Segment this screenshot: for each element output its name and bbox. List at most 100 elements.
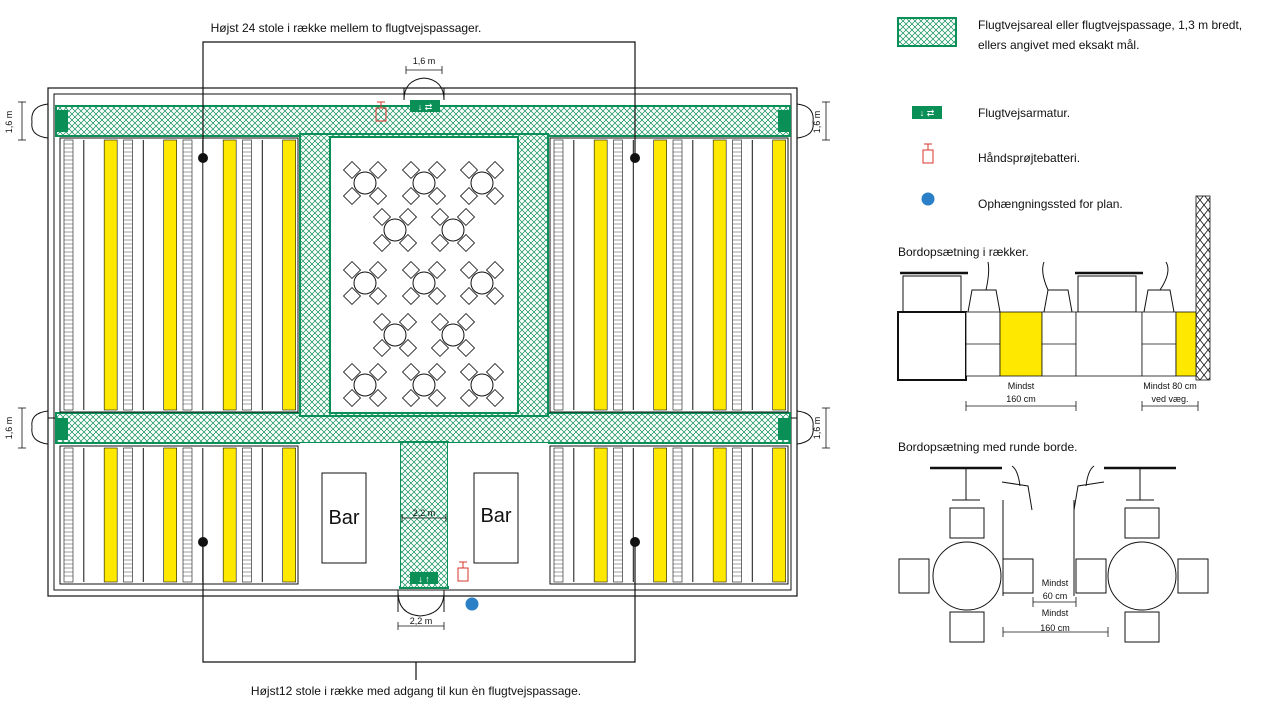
legend-extinguisher: Håndsprøjtebatteri. — [978, 151, 1080, 165]
dining-table — [401, 160, 447, 206]
dim-left-lower: 1,6 m — [4, 417, 14, 440]
bar-counter-left — [321, 472, 367, 564]
callout-lines — [202, 41, 636, 680]
row-dimension-lines — [965, 401, 1199, 411]
seat-yellow — [653, 139, 667, 411]
exit-sign-icon — [778, 110, 790, 132]
dim-bottom-door: 2,2 m — [410, 616, 433, 626]
dining-table — [459, 260, 505, 306]
callout-dot — [198, 153, 208, 163]
dining-table — [401, 260, 447, 306]
legend-mount: Ophængningssted for plan. — [978, 197, 1123, 211]
seat-block — [59, 445, 299, 585]
dining-table — [372, 207, 418, 253]
seat-yellow — [163, 139, 177, 411]
row-detail-title: Bordopsætning i rækker. — [898, 245, 1029, 259]
row-min1-line2: 160 cm — [1006, 394, 1036, 404]
dining-table — [342, 362, 388, 408]
round-table — [932, 541, 1002, 611]
seat-block — [549, 445, 789, 585]
exit-sign-icon: ↓ ↑ — [410, 572, 438, 584]
seat-yellow — [772, 139, 786, 411]
round-min2-line1: Mindst — [1042, 608, 1069, 618]
round-detail-title: Bordopsætning med runde borde. — [898, 440, 1077, 454]
seat-yellow — [772, 447, 786, 583]
top-note: Højst 24 stole i række mellem to flugtve… — [211, 21, 482, 35]
svg-text:↓ ↑: ↓ ↑ — [418, 574, 430, 584]
seat-block — [59, 137, 299, 413]
bar-left-label: Bar — [328, 507, 359, 529]
dining-table — [459, 362, 505, 408]
dining-table — [342, 160, 388, 206]
round-table — [1107, 541, 1177, 611]
callout-dot — [198, 537, 208, 547]
svg-text:↓ ⇄: ↓ ⇄ — [920, 108, 935, 118]
seat-yellow — [653, 447, 667, 583]
seat-yellow — [103, 139, 118, 411]
seat-yellow — [593, 447, 608, 583]
seat-block — [549, 137, 789, 413]
fire-extinguisher-icon — [375, 101, 387, 122]
seat-yellow — [712, 139, 727, 411]
seat-yellow — [282, 447, 296, 583]
bar-right-label: Bar — [480, 505, 511, 527]
escape-corridor-middle — [55, 412, 791, 444]
dining-table — [459, 160, 505, 206]
dim-right-lower: 1,6 m — [812, 417, 822, 440]
row-table-plan — [897, 311, 967, 381]
bottom-note: Højst12 stole i række med adgang til kun… — [251, 684, 581, 698]
wall-hatch — [1195, 195, 1211, 381]
dining-table — [430, 207, 476, 253]
dim-mid-passage: 2,2 m — [413, 508, 436, 518]
seat-yellow — [593, 139, 608, 411]
dining-table — [342, 260, 388, 306]
hatch-swatch — [897, 17, 957, 47]
dining-table — [401, 362, 447, 408]
legend: Flugtvejsareal eller flugtvejspassage, 1… — [897, 17, 1242, 211]
seat-yellow — [1175, 311, 1197, 377]
dim-right-upper: 1,6 m — [812, 111, 822, 134]
seat-yellow — [712, 447, 727, 583]
dimension-lines — [18, 66, 830, 630]
fire-extinguisher-icon — [922, 143, 934, 164]
seating-blocks — [59, 137, 789, 585]
bar-counter-right — [473, 472, 519, 564]
dining-table — [372, 312, 418, 358]
exit-sign-icon: ↓ ⇄ — [410, 100, 440, 112]
callout-dot — [630, 537, 640, 547]
seat-yellow — [282, 139, 296, 411]
round-min2-line2: 160 cm — [1040, 623, 1070, 633]
legend-armature: Flugtvejsarmatur. — [978, 106, 1070, 120]
round-min1-line2: 60 cm — [1043, 591, 1068, 601]
floor-plan: Bar Bar ↓ ⇄ ↓ ↑ — [4, 21, 830, 698]
legend-area-line2: ellers angivet med eksakt mål. — [978, 38, 1139, 52]
seat-yellow — [222, 139, 237, 411]
seat-yellow — [222, 447, 237, 583]
seat-yellow — [999, 311, 1043, 377]
blue-dot-icon — [465, 597, 479, 611]
dim-left-upper: 1,6 m — [4, 111, 14, 134]
row-min2-line1: Mindst 80 cm — [1143, 381, 1197, 391]
fire-extinguisher-icon — [457, 561, 469, 582]
exit-sign-icon: ↓ ⇄ — [912, 106, 942, 119]
svg-text:↓ ⇄: ↓ ⇄ — [418, 102, 433, 112]
round-detail: Bordopsætning med runde borde. Mindst 60… — [898, 440, 1209, 643]
callout-dot — [630, 153, 640, 163]
doors — [31, 77, 814, 617]
inner-wall — [53, 93, 792, 591]
dining-table — [430, 312, 476, 358]
round-dimension-lines — [1002, 597, 1109, 637]
escape-passage-bottom — [399, 441, 449, 589]
outer-wall — [47, 87, 798, 597]
row-min2-line2: ved væg. — [1151, 394, 1188, 404]
seat-yellow — [163, 447, 177, 583]
exit-sign-icon — [56, 418, 68, 440]
seat-yellow — [103, 447, 118, 583]
exit-sign-icon — [56, 110, 68, 132]
round-min1-line1: Mindst — [1042, 578, 1069, 588]
round-tables — [342, 160, 505, 408]
dim-top-door: 1,6 m — [413, 56, 436, 66]
row-detail: Bordopsætning i rækker. Mindst 160 c — [897, 195, 1211, 411]
